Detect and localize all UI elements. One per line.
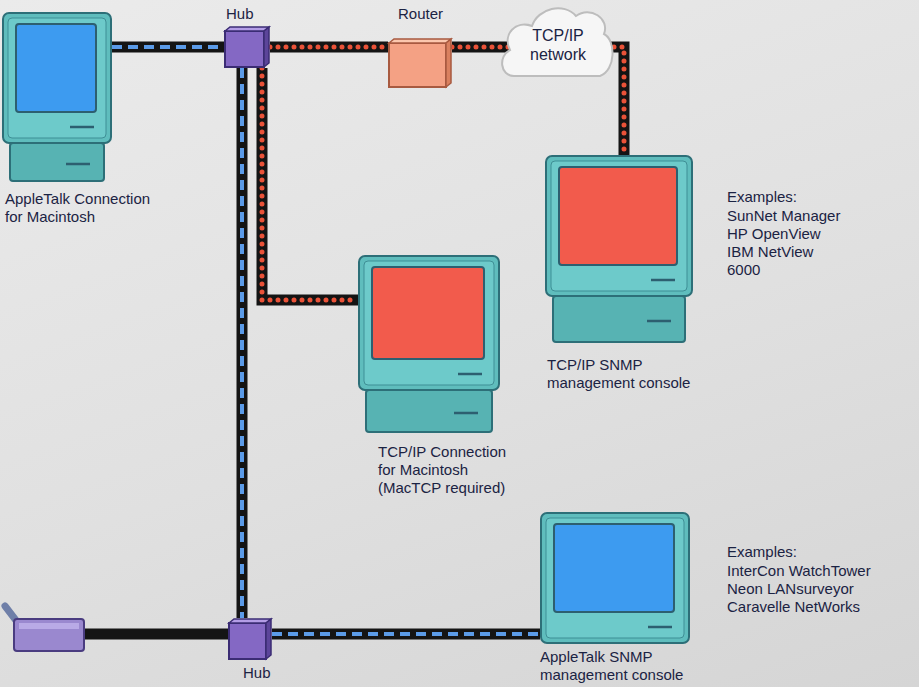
node-label: TCP/IP Connection for Macintosh (MacTCP … xyxy=(378,443,518,497)
network-cable xyxy=(112,47,224,48)
appletalk-path xyxy=(112,45,224,49)
hub-box xyxy=(225,31,264,67)
computer-node: AppleTalk SNMP management consoleExample… xyxy=(540,512,690,644)
tcpip-path xyxy=(270,45,388,50)
monitor-screen xyxy=(16,24,96,112)
monitor-bevel xyxy=(8,18,106,138)
monitor-bevel xyxy=(551,161,687,291)
monitor-case xyxy=(359,256,499,390)
computer-base xyxy=(553,296,685,342)
drive-slot xyxy=(651,279,675,282)
node-shape xyxy=(545,155,693,345)
drive-slot xyxy=(70,126,94,129)
base-slot xyxy=(66,163,90,166)
node-label: AppleTalk Connection for Macintosh xyxy=(5,190,163,226)
network-cable xyxy=(84,629,236,640)
node-label: AppleTalk SNMP management console xyxy=(540,648,690,684)
hub-box-side xyxy=(266,619,271,659)
monitor-screen xyxy=(372,267,484,359)
network-device xyxy=(14,619,84,651)
network-cloud xyxy=(502,8,612,76)
node-detail: InterCon WatchTower Neon LANsurveyor Car… xyxy=(727,562,887,616)
hub-box-top xyxy=(229,619,271,623)
network-cable xyxy=(262,68,358,300)
network-cable xyxy=(272,634,540,635)
monitor-case xyxy=(3,13,111,143)
computer-base xyxy=(10,143,104,181)
base-slot xyxy=(454,412,478,415)
node-shape xyxy=(228,618,272,660)
node-shape xyxy=(224,26,270,68)
cable-line xyxy=(452,42,510,53)
monitor-case xyxy=(541,513,689,643)
tcpip-path xyxy=(452,45,510,50)
monitor-screen xyxy=(559,167,677,265)
node-shape xyxy=(358,255,500,435)
device-highlight xyxy=(19,623,79,629)
node-label: Hub xyxy=(226,5,254,23)
cable-line xyxy=(272,629,540,640)
network-cloud-node: TCP/IP network xyxy=(498,0,618,84)
router-box-top xyxy=(389,39,451,43)
node-detail: SunNet Manager HP OpenView IBM NetView 6… xyxy=(727,207,849,279)
computer-node: AppleTalk Connection for Macintosh xyxy=(2,12,112,184)
node-shape xyxy=(540,512,690,644)
hub-box xyxy=(229,623,266,659)
appletalk-path xyxy=(240,68,244,618)
appletalk-path xyxy=(272,632,540,636)
monitor-screen xyxy=(554,524,674,612)
network-cable xyxy=(242,68,243,618)
computer-base xyxy=(366,390,492,432)
cable-line xyxy=(270,42,388,53)
hub-box-top xyxy=(225,27,269,31)
base-slot xyxy=(647,320,671,323)
tcpip-path xyxy=(262,68,358,300)
node-detail: Examples: xyxy=(727,543,797,561)
node-shape xyxy=(388,38,452,88)
node-label: Hub xyxy=(243,664,271,682)
node-label: TCP/IP SNMP management console xyxy=(547,356,697,392)
hub-node: Hub xyxy=(228,618,272,660)
router-box xyxy=(389,43,446,87)
drive-slot xyxy=(458,373,482,376)
monitor-bevel xyxy=(546,518,684,638)
node-label: Router xyxy=(398,5,443,23)
cable-line xyxy=(237,68,248,618)
monitor-bevel xyxy=(364,261,494,385)
cable-line xyxy=(112,42,224,53)
node-shape xyxy=(2,12,112,184)
router-box-side xyxy=(446,39,451,87)
computer-node: TCP/IP SNMP management consoleExamples:S… xyxy=(545,155,693,345)
computer-node: TCP/IP Connection for Macintosh (MacTCP … xyxy=(358,255,500,435)
node-label: TCP/IP network xyxy=(528,26,588,64)
router-node: Router xyxy=(388,38,452,88)
monitor-case xyxy=(546,156,692,296)
network-cable xyxy=(452,47,510,48)
hub-node: Hub xyxy=(224,26,270,68)
drive-slot xyxy=(648,626,672,629)
hub-box-side xyxy=(264,27,269,67)
cable-line xyxy=(262,68,358,300)
network-cable xyxy=(270,47,388,48)
node-detail: Examples: xyxy=(727,188,797,206)
